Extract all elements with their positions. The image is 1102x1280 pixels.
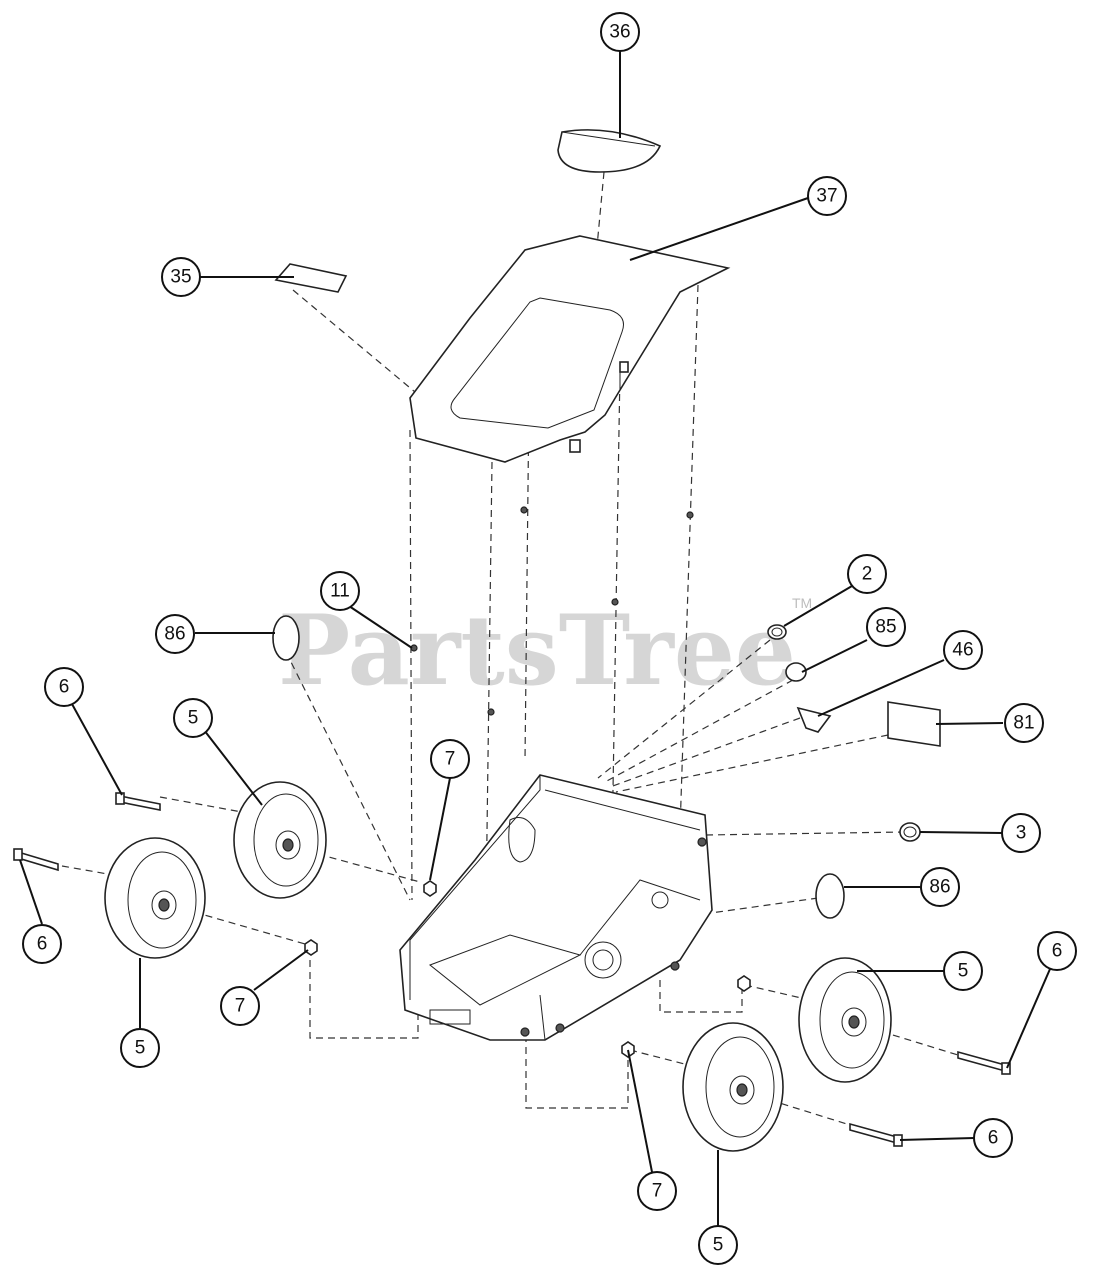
part-36-cap	[557, 129, 662, 173]
callout-label: 5	[188, 708, 199, 729]
callout-37[interactable]: 37	[807, 176, 847, 216]
callout-label: 5	[958, 961, 969, 982]
wheel-upper-right	[798, 957, 892, 1083]
wheel-upper-left	[233, 781, 327, 899]
part-81-label	[887, 701, 941, 747]
callout-85[interactable]: 85	[866, 607, 906, 647]
callout-label: 37	[816, 186, 837, 207]
part-37-upper-panel	[409, 235, 731, 463]
part-86-disc-upper	[272, 615, 300, 661]
callout-86-upper[interactable]: 86	[155, 614, 195, 654]
bolt-upper-left	[115, 792, 161, 811]
leader-lines	[19, 50, 1051, 1226]
callout-6-right-upper[interactable]: 6	[1037, 931, 1077, 971]
callout-label: 46	[952, 640, 973, 661]
callout-6-upper-left[interactable]: 6	[44, 667, 84, 707]
callout-label: 11	[330, 581, 350, 602]
callout-label: 36	[609, 22, 630, 43]
callout-7-lower[interactable]: 7	[637, 1171, 677, 1211]
nuts	[304, 880, 751, 1058]
callout-label: 2	[862, 564, 873, 585]
callout-label: 6	[59, 677, 70, 698]
callout-6-right-lower[interactable]: 6	[973, 1118, 1013, 1158]
callout-label: 7	[445, 749, 456, 770]
watermark-trademark: TM	[792, 595, 812, 611]
callout-86-lower[interactable]: 86	[920, 867, 960, 907]
callout-11[interactable]: 11	[320, 571, 360, 611]
callout-label: 6	[37, 934, 48, 955]
callout-3[interactable]: 3	[1001, 813, 1041, 853]
main-frame	[399, 774, 713, 1041]
callout-label: 85	[875, 617, 896, 638]
part-86-disc-lower	[815, 873, 845, 919]
bolt-lower-left	[13, 848, 59, 872]
callout-5-lower-right[interactable]: 5	[698, 1225, 738, 1265]
callout-label: 35	[170, 267, 191, 288]
bolt-right-lower	[849, 1122, 903, 1147]
callout-7-left[interactable]: 7	[220, 986, 260, 1026]
part-3-bushing	[899, 822, 921, 842]
callout-label: 5	[135, 1038, 146, 1059]
callout-5-upper-left[interactable]: 5	[173, 698, 213, 738]
callout-label: 86	[164, 624, 185, 645]
callout-81[interactable]: 81	[1004, 703, 1044, 743]
callout-5-lower-left[interactable]: 5	[120, 1028, 160, 1068]
callout-7-upper[interactable]: 7	[430, 739, 470, 779]
wheel-lower-left	[104, 837, 206, 959]
part-2-bushing	[767, 624, 787, 640]
callout-label: 81	[1013, 713, 1034, 734]
callout-5-upper-right[interactable]: 5	[943, 951, 983, 991]
callout-46[interactable]: 46	[943, 630, 983, 670]
callout-label: 3	[1016, 823, 1027, 844]
hardware-dots	[410, 506, 694, 716]
callout-label: 6	[988, 1128, 999, 1149]
callout-35[interactable]: 35	[161, 257, 201, 297]
wheel-lower-right	[682, 1022, 784, 1152]
callout-36[interactable]: 36	[600, 12, 640, 52]
part-85-disc	[785, 662, 807, 682]
part-46-decal	[796, 706, 832, 733]
callout-label: 7	[235, 996, 246, 1017]
callout-label: 86	[929, 877, 950, 898]
bolt-right-upper	[957, 1050, 1011, 1075]
part-35-label	[274, 263, 348, 293]
callout-label: 5	[713, 1235, 724, 1256]
callout-2[interactable]: 2	[847, 554, 887, 594]
callout-label: 6	[1052, 941, 1063, 962]
callout-label: 7	[652, 1181, 663, 1202]
callout-6-lower-left[interactable]: 6	[22, 924, 62, 964]
